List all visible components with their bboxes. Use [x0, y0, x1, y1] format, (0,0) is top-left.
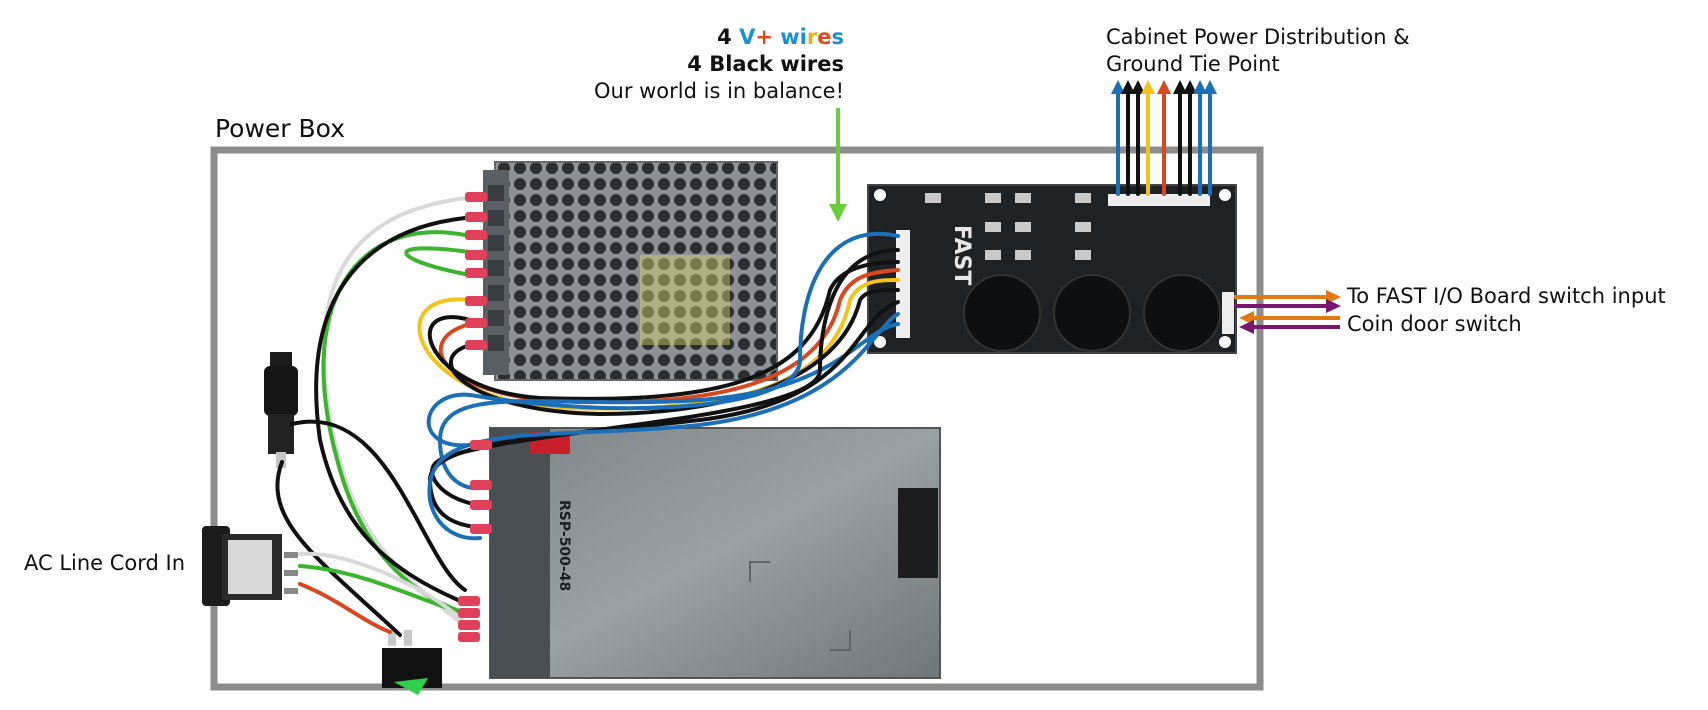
distribution-arrowheads — [1111, 80, 1217, 94]
balance-arrow — [829, 108, 847, 222]
wire-count-vplus: 4 V+ wires — [717, 24, 844, 51]
vplus-wi: wi — [780, 25, 807, 49]
wire-black-ac — [314, 216, 467, 602]
terminal-lugs — [458, 192, 492, 642]
wire-black-dc-1 — [427, 260, 900, 401]
wire-blue-top — [426, 232, 900, 448]
switch-arrows — [1234, 290, 1341, 334]
board-capacitors — [963, 274, 1221, 352]
vplus-plus: + — [755, 25, 773, 49]
vplus-s: s — [831, 25, 845, 49]
wire-count-black: 4 Black wires — [687, 52, 844, 76]
vplus-v: V — [739, 25, 756, 49]
coin-door-label: Coin door switch — [1347, 312, 1522, 336]
board-right-connector — [1222, 292, 1234, 334]
fast-distribution-board: FAST — [867, 184, 1237, 354]
cabinet-distribution-label-1: Cabinet Power Distribution & — [1106, 25, 1410, 49]
power-box-title: Power Box — [215, 114, 346, 143]
fuse-holder — [264, 352, 298, 468]
wire-black-fuse — [275, 460, 402, 637]
small-power-supply — [483, 161, 778, 381]
large-psu-model-label: RSP-500-48 — [556, 500, 572, 591]
board-brand-label: FAST — [949, 225, 974, 285]
wire-red-switch — [298, 582, 392, 634]
power-switch — [382, 630, 442, 695]
fast-io-label: To FAST I/O Board switch input — [1347, 284, 1666, 308]
large-power-supply: RSP-500-48 — [489, 427, 941, 679]
vplus-e: e — [817, 25, 832, 49]
wire-green-loop — [404, 246, 472, 277]
board-left-connector — [896, 230, 910, 338]
vplus-count: 4 — [717, 25, 732, 49]
balance-caption: Our world is in balance! — [593, 79, 844, 103]
board-top-connector — [1108, 194, 1210, 206]
wire-black-fuse2 — [290, 419, 467, 592]
power-box-frame — [210, 146, 1264, 691]
small-psu-terminal-block — [488, 185, 504, 351]
cabinet-distribution-label-2: Ground Tie Point — [1106, 52, 1280, 76]
wires — [275, 83, 1212, 637]
ac-inlet-filter — [202, 526, 298, 606]
wire-blue-large — [427, 312, 900, 541]
vplus-r: r — [806, 25, 818, 49]
ac-line-label: AC Line Cord In — [24, 551, 186, 575]
wire-white-inlet — [298, 551, 464, 622]
